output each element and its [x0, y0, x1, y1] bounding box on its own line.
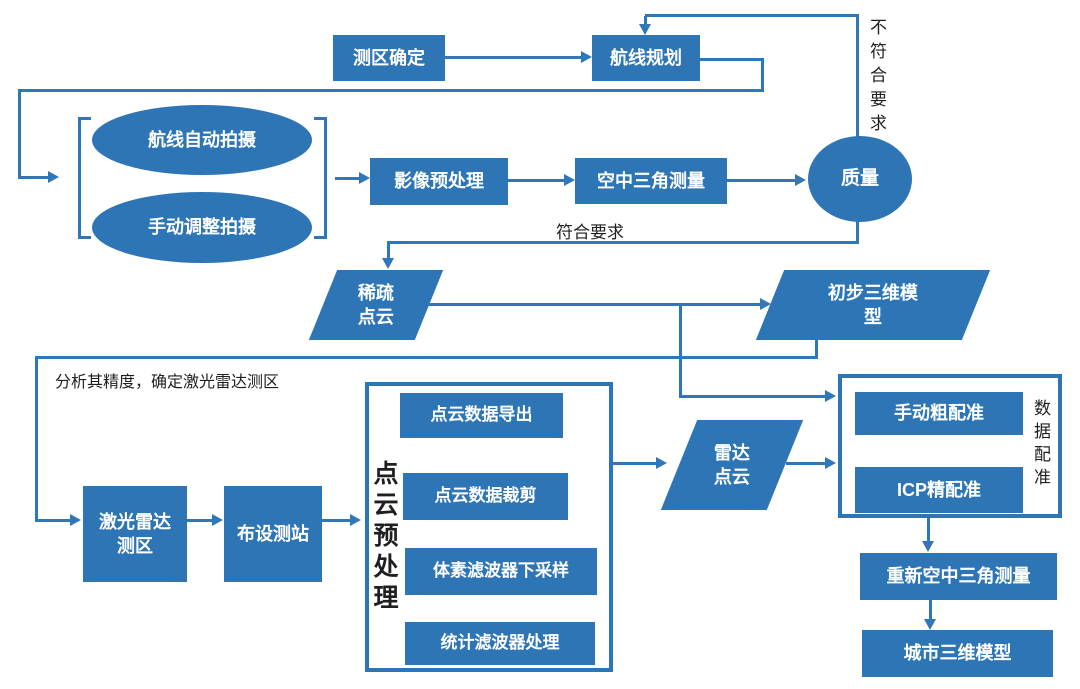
- node-aerial-triangulation: 空中三角测量: [575, 158, 727, 204]
- edge-quality-feedback-vline: [856, 14, 859, 138]
- edge-quality-feedback-drop: [644, 16, 647, 25]
- node-initial-3d-model: 初步三维模 型: [755, 270, 991, 340]
- edge-aerialtri-to-quality-line: [727, 179, 795, 182]
- edge-imagepre-to-aerialtri-line: [508, 179, 564, 182]
- edge-routeplanning-exit-h2: [18, 89, 764, 92]
- edge-quality-meet-arrowhead: [382, 258, 394, 269]
- node-manual-adjust-capture: 手动调整拍摄: [92, 192, 312, 263]
- edge-sparse-to-initialmodel-line: [428, 303, 760, 306]
- edge-lidararea-to-station-arrowhead: [212, 514, 223, 526]
- node-point-cloud-data-export: 点云数据导出: [400, 393, 563, 438]
- edge-branch-to-registration-v: [679, 303, 682, 398]
- node-manual-coarse-registration: 手动粗配准: [855, 392, 1023, 435]
- capture-group-bracket-right: [314, 117, 327, 239]
- edge-routeplanning-exit-v2: [18, 89, 21, 178]
- node-re-aerial-triangulation: 重新空中三角测量: [860, 553, 1057, 600]
- node-sparse-point-cloud: 稀疏 点云: [308, 270, 444, 340]
- node-station-layout: 布设测站: [224, 486, 322, 582]
- edge-radarcloud-to-registration-line: [786, 462, 826, 465]
- edge-into-lidararea-line: [35, 519, 70, 522]
- capture-group-bracket-left: [78, 117, 91, 239]
- label-not-meet-requirement: 不符合要求: [867, 18, 886, 138]
- edge-aerialtri-to-quality-arrowhead: [795, 174, 806, 186]
- node-survey-area-determination: 测区确定: [333, 35, 445, 81]
- edge-lidararea-to-station-line: [187, 519, 213, 522]
- edge-reaerial-to-citymodel-line: [929, 600, 932, 620]
- edge-surveyarea-to-routeplanning-line: [445, 56, 581, 59]
- edge-into-capture-group-arrowhead: [48, 171, 59, 183]
- edge-quality-meet-v1: [856, 220, 859, 244]
- edge-routeplanning-exit-h1: [700, 58, 764, 61]
- edge-quality-feedback-hline: [645, 14, 859, 17]
- node-radar-point-cloud: 雷达 点云: [660, 420, 804, 510]
- label-data-registration-group: 数据配准: [1031, 399, 1050, 491]
- edge-preprocess-to-radarcloud-line: [613, 462, 657, 465]
- edge-surveyarea-to-routeplanning-arrowhead: [581, 51, 592, 63]
- edge-station-to-preprocess-line: [322, 519, 350, 522]
- node-auto-route-capture: 航线自动拍摄: [92, 105, 312, 175]
- edge-quality-meet-v2: [387, 241, 390, 259]
- label-point-cloud-preprocess-group: 点云预处理: [370, 460, 398, 615]
- edge-imagepre-to-aerialtri-arrowhead: [564, 174, 575, 186]
- node-quality-check: 质量: [808, 136, 912, 222]
- node-image-preprocessing: 影像预处理: [370, 158, 508, 205]
- node-voxel-filter-downsample: 体素滤波器下采样: [405, 548, 597, 595]
- edge-into-lidararea-arrowhead: [70, 514, 81, 526]
- edge-analysis-long-h: [35, 356, 818, 359]
- node-point-cloud-data-crop: 点云数据裁剪: [403, 473, 568, 520]
- edge-capture-to-imagepre-line: [335, 177, 359, 180]
- node-statistical-filter-process: 统计滤波器处理: [405, 622, 595, 665]
- edge-branch-to-registration-h: [679, 395, 825, 398]
- edge-initialmodel-stub-v: [815, 340, 818, 358]
- edge-analysis-left-v: [35, 356, 38, 522]
- edge-quality-meet-h: [388, 241, 859, 244]
- node-city-3d-model: 城市三维模型: [862, 630, 1053, 677]
- edge-radarcloud-to-registration-arrowhead: [825, 457, 836, 469]
- edge-registration-to-reaerial-arrowhead: [922, 541, 934, 552]
- label-meet-requirement: 符合要求: [556, 223, 624, 242]
- edge-preprocess-to-radarcloud-arrowhead: [656, 457, 667, 469]
- node-icp-fine-registration: ICP精配准: [855, 467, 1023, 513]
- edge-routeplanning-exit-v1: [761, 58, 764, 92]
- edge-sparse-to-initialmodel-arrowhead: [760, 298, 771, 310]
- edge-quality-feedback-arrowhead: [639, 24, 651, 35]
- edge-reaerial-to-citymodel-arrowhead: [924, 619, 936, 630]
- edge-registration-to-reaerial-line: [927, 518, 930, 542]
- edge-station-to-preprocess-arrowhead: [350, 514, 361, 526]
- edge-into-capture-group-line: [18, 176, 48, 179]
- edge-capture-to-imagepre-arrowhead: [359, 172, 370, 184]
- node-route-planning: 航线规划: [592, 35, 700, 81]
- node-lidar-survey-area: 激光雷达 测区: [83, 486, 187, 582]
- edge-branch-to-registration-arrowhead: [825, 390, 836, 402]
- label-analyze-accuracy: 分析其精度，确定激光雷达测区: [55, 374, 280, 391]
